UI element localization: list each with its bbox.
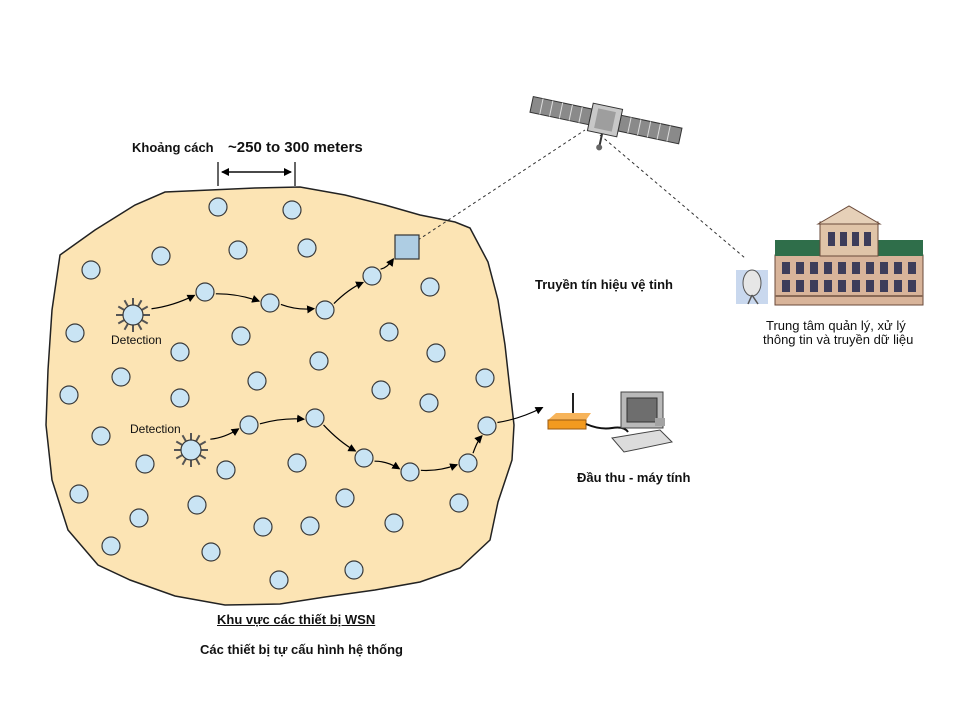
sensor-node: [449, 493, 469, 513]
sensor-node: [101, 536, 121, 556]
data-path-arrow: [259, 414, 306, 425]
sensor-node: [216, 460, 236, 480]
sensor-node: [335, 488, 355, 508]
data-path-arrow: [420, 463, 459, 472]
sensor-node: [400, 462, 420, 482]
sensor-node: [309, 351, 329, 371]
sensor-node: [297, 238, 317, 258]
data-path-arrow: [333, 281, 365, 304]
data-paths: [151, 258, 544, 472]
sensor-node: [69, 484, 89, 504]
sensor-node: [65, 323, 85, 343]
detection-label-1: Detection: [111, 333, 162, 347]
wsn-area-caption: Các thiết bị tự cấu hình hệ thống: [200, 642, 403, 657]
sink-node-square-icon: [394, 234, 420, 260]
sensor-node: [170, 388, 190, 408]
sensor-node: [129, 508, 149, 528]
distance-value: ~250 to 300 meters: [228, 139, 363, 156]
sensor-node: [420, 277, 440, 297]
sensor-node: [371, 380, 391, 400]
sensor-nodes: [59, 197, 497, 590]
sun-detection-icon: [174, 433, 208, 467]
sensor-node: [228, 240, 248, 260]
sensor-node: [81, 260, 101, 280]
sensor-node: [354, 448, 374, 468]
sensor-node: [344, 560, 364, 580]
receiver-label: Đầu thu - máy tính: [577, 470, 691, 485]
sensor-node: [282, 200, 302, 220]
sensor-node: [426, 343, 446, 363]
sensor-node: [59, 385, 79, 405]
distance-indicator: [217, 162, 296, 186]
satellite-icon: [529, 95, 683, 151]
sensor-node: [187, 495, 207, 515]
sensor-node: [111, 367, 131, 387]
sensor-node: [419, 393, 439, 413]
data-path-arrow: [215, 293, 261, 303]
sensor-node: [231, 326, 251, 346]
satellite-link-label: Truyền tín hiệu vệ tinh: [535, 277, 673, 292]
data-path-arrow: [472, 435, 483, 454]
sensor-node: [91, 426, 111, 446]
sensor-node: [384, 513, 404, 533]
data-path-arrow: [210, 428, 240, 440]
data-path-arrow: [280, 303, 316, 314]
data-path-arrow: [151, 294, 196, 310]
satellite-dish-icon: [736, 269, 768, 305]
sensor-node: [305, 408, 325, 428]
center-label-line1: Trung tâm quản lý, xử lý: [766, 318, 906, 333]
sensor-node: [170, 342, 190, 362]
sensor-node: [239, 415, 259, 435]
satellite-links: [417, 129, 746, 259]
sensor-node: [475, 368, 495, 388]
wsn-region: [45, 186, 515, 606]
sensor-node: [477, 416, 497, 436]
sun-detection-icon: [116, 298, 150, 332]
sensor-node: [201, 542, 221, 562]
sensor-node: [362, 266, 382, 286]
antenna-receiver-icon: [547, 393, 629, 433]
center-label-line2: thông tin và truyền dữ liệu: [763, 332, 914, 347]
detection-sources: [116, 298, 208, 467]
sensor-node: [315, 300, 335, 320]
data-path-arrow: [323, 424, 357, 452]
data-path-arrow: [380, 258, 394, 270]
sensor-node: [247, 371, 267, 391]
data-path-arrow: [497, 406, 544, 424]
wsn-area-title: Khu vực các thiết bị WSN: [217, 612, 376, 627]
distance-label: Khoảng cách: [132, 140, 214, 155]
sensor-node: [300, 516, 320, 536]
computer-icon: [611, 391, 674, 453]
sensor-node: [269, 570, 289, 590]
sensor-node: [151, 246, 171, 266]
building-windows: [782, 232, 916, 292]
sensor-node: [208, 197, 228, 217]
sensor-node: [260, 293, 280, 313]
sensor-node: [458, 453, 478, 473]
sensor-node: [135, 454, 155, 474]
sensor-node: [253, 517, 273, 537]
detection-label-2: Detection: [130, 422, 181, 436]
data-path-arrow: [374, 460, 401, 470]
sensor-node: [287, 453, 307, 473]
sensor-node: [379, 322, 399, 342]
sensor-node: [195, 282, 215, 302]
